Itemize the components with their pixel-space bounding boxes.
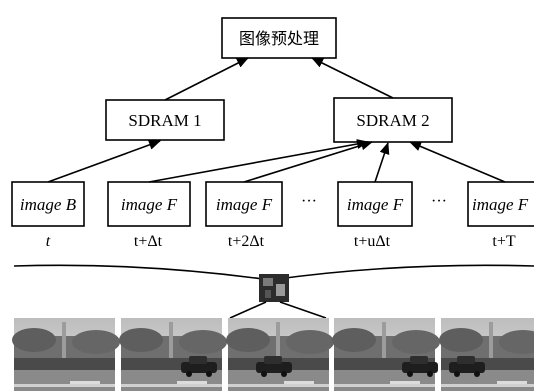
frame-car-roof <box>410 356 428 364</box>
arrow-imagef2-to-sdram2 <box>243 140 373 183</box>
camera-line-left <box>229 301 267 319</box>
video-frame-strip <box>12 318 534 391</box>
frame-pole <box>382 322 386 370</box>
frame-pole <box>169 322 173 370</box>
frame-tree-right <box>179 330 227 354</box>
time-label-t-plus-dt: t+Δt <box>134 233 163 250</box>
image-node-b: image B <box>11 181 85 227</box>
frame-car-roof <box>264 356 282 364</box>
preprocessing-node: 图像预处理 <box>221 17 337 59</box>
time-label-t-plus-udt: t+uΔt <box>354 233 391 250</box>
image-node-ft: image F <box>467 181 534 227</box>
time-label-t-plus-2dt: t+2Δt <box>228 233 265 250</box>
frame-pole <box>276 322 280 370</box>
frame-car-body <box>449 362 485 373</box>
frame-car-wheel <box>261 371 267 377</box>
frame-pole <box>62 322 66 370</box>
frame-tree-right <box>392 330 440 354</box>
frame-tree-right <box>72 330 120 354</box>
image-node-fu: image F <box>337 181 413 227</box>
time-label-t: t <box>46 233 51 250</box>
frame-car-wheel <box>474 371 480 377</box>
frame-car-wheel <box>186 371 192 377</box>
arrow-imagefu-to-sdram2 <box>374 142 390 183</box>
sdram-1-node: SDRAM 1 <box>105 99 225 141</box>
frame-road-stripe <box>390 381 420 384</box>
frame-tree-left <box>12 328 56 352</box>
frame-car-body <box>181 362 217 373</box>
frame-tree-left <box>439 328 483 352</box>
ellipsis-left: ··· <box>301 193 317 210</box>
camera-icon <box>259 274 289 302</box>
frame-road-stripe <box>70 381 100 384</box>
frame-road-stripe <box>177 381 207 384</box>
image-f1-label: image F <box>121 195 178 214</box>
frame-road-marking <box>334 384 435 387</box>
preprocessing-label: 图像预处理 <box>239 29 319 48</box>
video-frame-1 <box>12 318 120 391</box>
video-frame-2 <box>119 318 227 391</box>
arrow-imagef1-to-sdram2 <box>148 139 369 183</box>
frame-tree-right <box>286 330 334 354</box>
video-frame-3 <box>226 318 334 391</box>
sdram-1-label: SDRAM 1 <box>128 111 201 130</box>
frame-road-marking <box>14 384 115 387</box>
camera-line-right <box>279 301 327 319</box>
frame-car-wheel <box>427 371 433 377</box>
frame-tree-left <box>332 328 376 352</box>
arrow-sdram1-to-preprocessing <box>164 57 249 101</box>
image-node-f2: image F <box>205 181 283 227</box>
arrow-sdram2-to-preprocessing <box>311 57 394 99</box>
sdram-2-node: SDRAM 2 <box>333 97 453 143</box>
image-ft-label: image F <box>472 195 529 214</box>
frame-tree-left <box>119 328 163 352</box>
frame-car-wheel <box>281 371 287 377</box>
image-f2-label: image F <box>216 195 273 214</box>
frame-road <box>14 370 115 391</box>
frame-car-roof <box>457 356 475 364</box>
image-b-label: image B <box>20 195 77 214</box>
frame-car-body <box>402 362 438 373</box>
frame-road-stripe <box>284 381 314 384</box>
frame-road-marking <box>228 384 329 387</box>
frame-car-wheel <box>407 371 413 377</box>
frame-tree-left <box>226 328 270 352</box>
video-frame-5 <box>439 318 534 391</box>
arrow-imageft-to-sdram2 <box>409 141 506 183</box>
frame-road <box>334 370 435 391</box>
image-node-f1: image F <box>107 181 191 227</box>
frame-road-marking <box>441 384 534 387</box>
frame-road-marking <box>121 384 222 387</box>
ellipsis-right: ··· <box>431 193 447 210</box>
frame-car-wheel <box>454 371 460 377</box>
frame-tree-right <box>499 330 534 354</box>
frame-hedge <box>14 358 115 370</box>
arrow-imageb-to-sdram1 <box>47 140 161 183</box>
frame-car-body <box>256 362 292 373</box>
frame-car-roof <box>189 356 207 364</box>
frame-pole <box>489 322 493 370</box>
time-label-t-plus-T: t+T <box>492 233 515 250</box>
video-frame-4 <box>332 318 440 391</box>
sdram-2-label: SDRAM 2 <box>356 111 429 130</box>
frame-car-wheel <box>206 371 212 377</box>
image-fu-label: image F <box>347 195 404 214</box>
frame-road-stripe <box>497 381 527 384</box>
frame-road <box>228 370 329 391</box>
